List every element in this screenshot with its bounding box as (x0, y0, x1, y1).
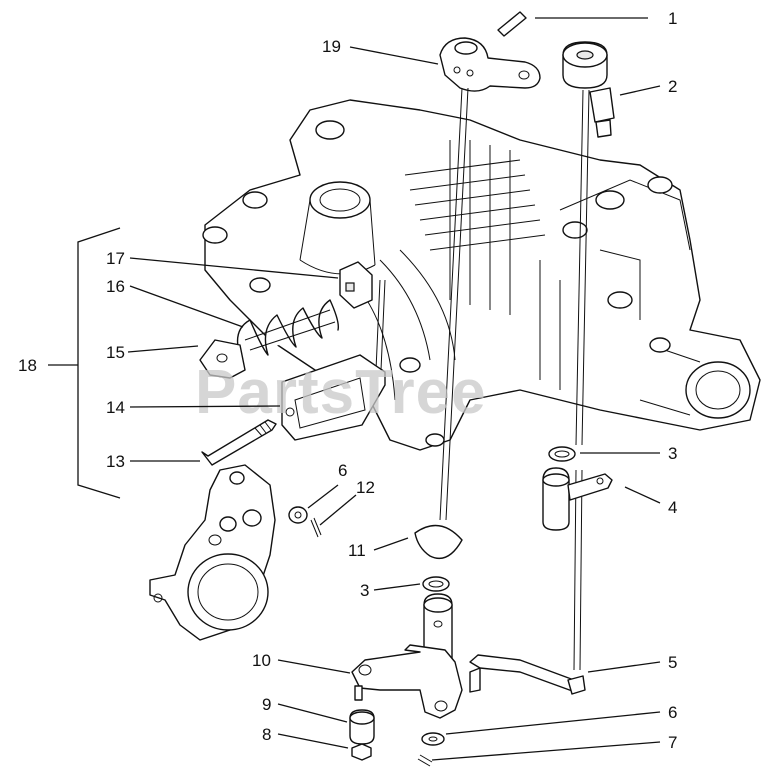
callout-6-lower: 6 (668, 703, 677, 722)
watermark: PartsTree (195, 358, 487, 427)
callout-18: 18 (18, 356, 37, 375)
part-7-pin (417, 754, 433, 767)
callout-labels: 1 2 19 17 16 15 18 14 13 3 4 6 12 11 3 5… (18, 9, 677, 752)
part-2-connector (589, 87, 615, 138)
part-collar (562, 41, 608, 89)
callout-3-lower: 3 (360, 581, 369, 600)
brake-cover-housing (149, 464, 276, 641)
part-16-spring (236, 299, 340, 356)
callout-16: 16 (106, 277, 125, 296)
part-5-linkage-rod (469, 654, 586, 695)
part-3-ring-lower (422, 576, 450, 592)
part-15-plate (199, 339, 246, 379)
callout-2: 2 (668, 77, 677, 96)
part-8-nut (351, 743, 372, 761)
callout-14: 14 (106, 398, 125, 417)
vertical-shaft (375, 87, 469, 521)
group-18-bracket (48, 227, 121, 499)
part-9-bushing (349, 709, 375, 745)
part-6-washer-upper (288, 506, 308, 524)
callout-4: 4 (668, 498, 677, 517)
part-13-rod (201, 419, 277, 466)
part-17-clip (339, 261, 373, 309)
callout-15: 15 (106, 343, 125, 362)
part-19-control-arm (439, 37, 541, 92)
callout-13: 13 (106, 452, 125, 471)
part-6-washer-lower (421, 732, 445, 746)
part-12-cotter-pin (310, 517, 322, 538)
part-11-gasket (414, 524, 463, 560)
callout-11: 11 (348, 541, 366, 560)
part-14-bracket (281, 354, 386, 441)
part-10-arm (351, 644, 463, 719)
callout-12: 12 (356, 478, 375, 497)
part-1-pin (497, 11, 527, 37)
callout-17: 17 (106, 249, 125, 268)
part-3-ring-upper (548, 446, 576, 462)
callout-19: 19 (322, 37, 341, 56)
callout-9: 9 (262, 695, 271, 714)
callout-8: 8 (262, 725, 271, 744)
callout-1: 1 (668, 9, 677, 28)
callout-10: 10 (252, 651, 271, 670)
callout-7: 7 (668, 733, 677, 752)
leader-lines (127, 17, 661, 761)
callout-6-upper: 6 (338, 461, 347, 480)
callout-3-upper: 3 (668, 444, 677, 463)
control-rod (573, 89, 590, 671)
part-4-lever (542, 467, 613, 531)
callout-5: 5 (668, 653, 677, 672)
